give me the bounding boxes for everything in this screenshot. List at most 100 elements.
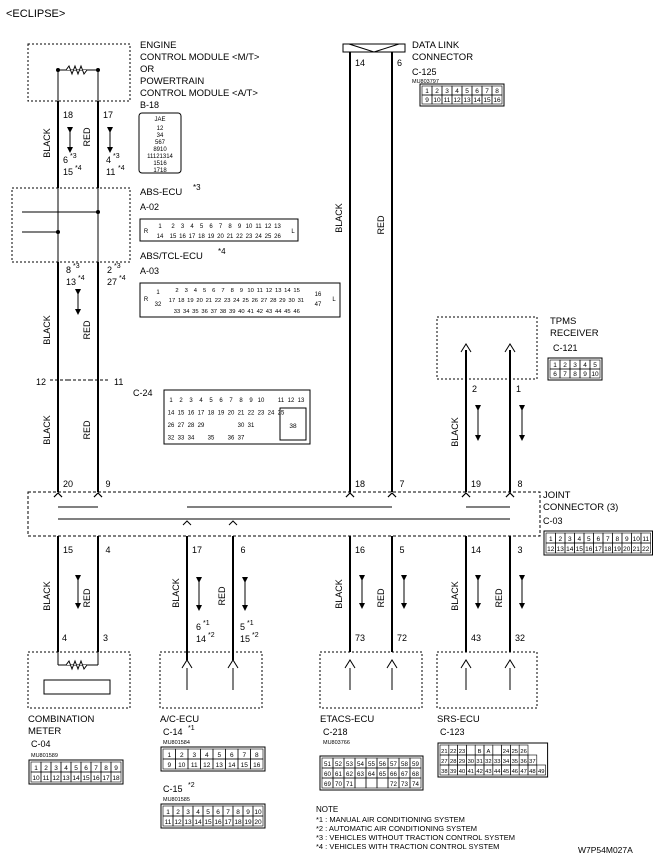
pin-label: 33: [174, 309, 180, 315]
pin-label: 15: [82, 775, 90, 782]
pin-label: 45: [503, 769, 509, 775]
pin-cell: [466, 744, 476, 756]
connector-outline: [139, 282, 341, 318]
c24-connector-id: C-24: [133, 388, 153, 398]
pin-label: 32: [168, 436, 175, 442]
pin-label: 5: [593, 362, 597, 369]
pin-label: B: [478, 749, 482, 755]
connector-outline: [139, 218, 299, 242]
pin-label: 16: [92, 775, 100, 782]
pin-label: 23: [246, 234, 253, 240]
pin-label: 12: [265, 224, 272, 230]
pin-label: 15: [204, 819, 212, 826]
pin-label: 10: [178, 762, 186, 769]
pin-cell: [252, 815, 264, 827]
wire-color-label: BLACK: [42, 128, 52, 158]
tpms-pin-1: 1: [516, 384, 521, 394]
pin-label: 19: [187, 298, 193, 304]
pin-label: 16: [179, 234, 186, 240]
pin-label: 4: [64, 765, 68, 772]
side-mark: L: [332, 297, 336, 303]
connector-outline: [28, 759, 124, 785]
abs-ecu-mark: *3: [193, 183, 201, 192]
pin-label: 12: [288, 398, 295, 404]
wire-color-label: BLACK: [42, 415, 52, 445]
pin-label: 27: [178, 423, 185, 429]
pin-label: 11: [278, 398, 285, 404]
pin-label: 12: [453, 97, 461, 104]
joint-bottom-pin: 17: [192, 545, 202, 555]
pin-label: 15: [293, 288, 299, 294]
pin-label: 19: [208, 234, 215, 240]
pin-label: 8: [231, 288, 234, 294]
pin-label: 4: [190, 224, 194, 230]
terminal-mark: [93, 492, 103, 498]
ac-c15-mark: *2: [188, 782, 195, 789]
pin-label: 10: [591, 371, 599, 378]
pin-label: 16: [214, 819, 222, 826]
pin-label: 38: [220, 309, 226, 315]
abs-pin-6: 6: [63, 155, 68, 165]
pin-label: 34: [183, 309, 190, 315]
pin-label: 52: [335, 761, 342, 768]
abs-ecu-module: ABS-ECU *3 A-02 ABS/TCL-ECU *4 A-03: [11, 183, 226, 276]
pin-label: 8: [573, 371, 577, 378]
pin-label: 41: [468, 769, 474, 775]
joint-top-pin: 19: [471, 479, 481, 489]
pin-label: 10: [254, 809, 262, 816]
pin-label: 15: [576, 546, 584, 553]
etacs-pin-73: 73: [355, 633, 365, 643]
pin-label: 3: [54, 765, 58, 772]
pin-label: 51: [324, 761, 331, 768]
wire-color-label: RED: [82, 320, 92, 340]
abs-connector-id: A-02: [140, 202, 159, 212]
joint-name-2: CONNECTOR (3): [543, 502, 618, 513]
left-wires: [57, 101, 99, 492]
dlc-name-1: DATA LINK: [412, 40, 460, 51]
pin-label: 17: [189, 234, 196, 240]
pin-label: 37: [529, 759, 535, 765]
pin-label: 67: [401, 771, 408, 778]
pin-label: 24: [233, 298, 240, 304]
pin-label: 43: [266, 309, 272, 315]
pin-label: 2: [558, 536, 562, 543]
pin-label: 12: [203, 762, 211, 769]
pin-label: 17: [224, 819, 232, 826]
c24-pin-12: 12: [36, 377, 46, 387]
joint-bottom-pin: 3: [517, 545, 522, 555]
joint-bottom-pin: 14: [471, 545, 481, 555]
pin-label: 3: [186, 809, 190, 816]
ecm-name-2: CONTROL MODULE <M/T>: [140, 52, 260, 63]
pin-label: 9: [583, 371, 587, 378]
pin-label: 2: [435, 88, 439, 95]
meter-name-1: COMBINATION: [28, 714, 94, 725]
pin-label: 13: [216, 762, 224, 769]
notes: NOTE *1 : MANUAL AIR CONDITIONING SYSTEM…: [316, 805, 515, 851]
header-title: <ECLIPSE>: [6, 8, 65, 20]
abs-tcl-connector-id: A-03: [140, 266, 159, 276]
pin-label: 11: [444, 97, 451, 104]
pin-label: A: [486, 749, 490, 755]
ecm-connector-id: B-18: [140, 100, 159, 110]
pin-label: 15: [483, 97, 491, 104]
pin-label: 13: [557, 546, 565, 553]
pin-label: 5: [203, 288, 206, 294]
pin-label: 10: [32, 775, 40, 782]
pin-label: 27: [261, 298, 267, 304]
connector-outline: [437, 742, 549, 778]
pin-label: 1: [425, 88, 429, 95]
pin-label: 13: [463, 97, 471, 104]
figure-id: W7P54M027A: [578, 845, 633, 855]
pin-label: 7: [221, 288, 224, 294]
pin-label: 20: [623, 546, 631, 553]
pin-label: 8: [236, 809, 240, 816]
mark-1-b: *1: [247, 620, 254, 627]
pin-label: 29: [459, 759, 465, 765]
note-title: NOTE: [316, 805, 338, 814]
terminal-mark: [505, 492, 515, 498]
joint-name-1: JOINT: [543, 490, 571, 501]
note-4: *4 : VEHICLES WITH TRACTION CONTROL SYST…: [316, 842, 499, 851]
